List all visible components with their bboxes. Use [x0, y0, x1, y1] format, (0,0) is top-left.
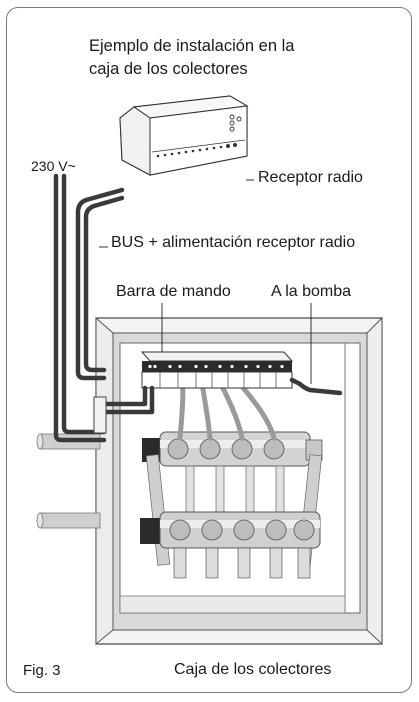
- cabinet-label: Caja de los colectores: [174, 661, 332, 678]
- side-pipes: [36, 433, 101, 529]
- pump-label: A la bomba: [271, 283, 352, 300]
- manifold-top: [142, 431, 323, 467]
- figure-caption: Fig. 3: [23, 662, 61, 679]
- voltage-label: 230 V~: [31, 158, 76, 174]
- bus-label: BUS + alimentación receptor radio: [111, 234, 356, 251]
- manifold-bottom: [140, 511, 321, 579]
- leader-lines: [99, 179, 312, 384]
- control-bar-label: Barra de mando: [116, 283, 231, 300]
- title-line-2: caja de los colectores: [89, 60, 248, 78]
- receptor-device: [119, 95, 249, 176]
- wall-junction: [93, 396, 107, 434]
- title-line-1: Ejemplo de instalación en la: [89, 37, 295, 55]
- receptor-label: Receptor radio: [258, 169, 363, 186]
- cables: [53, 173, 343, 443]
- control-bar: [140, 351, 294, 389]
